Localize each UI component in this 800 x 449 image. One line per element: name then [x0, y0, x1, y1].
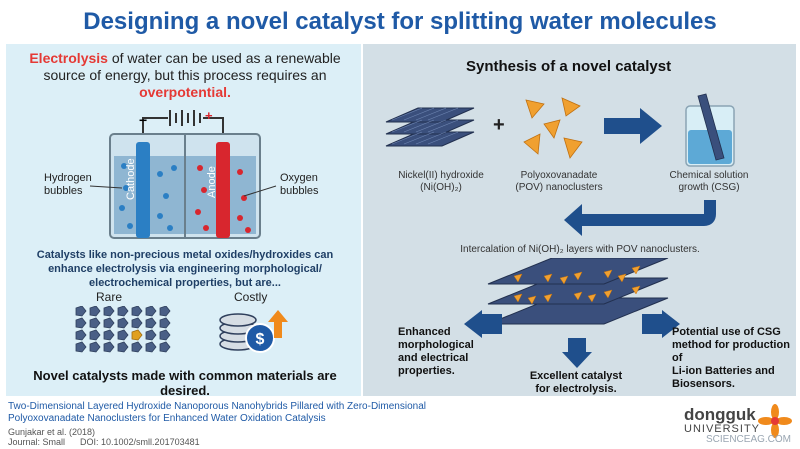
electrolysis-word: Electrolysis: [29, 50, 108, 66]
logo-line-2: UNIVERSITY: [684, 423, 761, 435]
enhanced-2: morphological: [398, 339, 474, 351]
enhanced-1: Enhanced: [398, 326, 451, 338]
enhanced-3: and electrical: [398, 352, 469, 364]
synthesis-plus: +: [493, 114, 505, 136]
paper-title-2: Polyoxovanadate Nanoclusters for Enhance…: [8, 413, 326, 424]
enhanced-properties-text: Enhanced morphological and electrical pr…: [398, 326, 474, 378]
overpotential-word: overpotential.: [139, 84, 231, 100]
minus-sign: −: [139, 112, 148, 128]
plus-sign: +: [205, 108, 213, 123]
potential-3: Li-ion Batteries and: [672, 365, 775, 377]
costly-label: Costly: [234, 290, 268, 304]
pov-label-2: (POV) nanoclusters: [515, 182, 603, 193]
nickel-label-1: Nickel(II) hydroxide: [398, 170, 484, 181]
rare-pellets-icon: [75, 306, 171, 353]
nickel-hydroxide-label: Nickel(II) hydroxide (Ni(OH)₂): [386, 170, 496, 194]
intercalation-text: Intercalation of Ni(OH)₂ layers with POV…: [460, 244, 700, 255]
hydrogen-label-1: Hydrogen: [44, 172, 92, 184]
watermark: SCIENCEAG.COM: [706, 434, 792, 445]
synthesis-arrow-icon: [604, 108, 662, 144]
oxygen-label-2: bubbles: [280, 185, 319, 197]
nickel-label-2: (Ni(OH)₂): [420, 182, 462, 193]
hydrogen-label-2: bubbles: [44, 185, 83, 197]
right-outcome-arrow-icon: [642, 310, 680, 338]
potential-4: Biosensors.: [672, 378, 735, 390]
chem-label-1: Chemical solution: [669, 170, 749, 181]
intercalated-layers-graphic: [487, 258, 669, 325]
journal-text: Journal: Small DOI: 10.1002/smll.2017034…: [8, 437, 200, 447]
excellent-2: for electrolysis.: [535, 383, 617, 395]
svg-text:$: $: [256, 331, 265, 348]
authors-text: Gunjakar et al. (2018): [8, 427, 96, 437]
dongguk-logo-text: dongguk UNIVERSITY: [684, 406, 760, 435]
down-outcome-arrow-icon: [562, 338, 592, 368]
chemical-solution-label: Chemical solution growth (CSG): [654, 170, 764, 194]
hydrogen-label: Hydrogen bubbles: [44, 172, 92, 198]
curved-down-arrow-icon: [564, 200, 716, 236]
rare-label: Rare: [96, 290, 123, 304]
dongguk-flower-logo-icon: [758, 404, 792, 438]
oxygen-label: Oxygen bubbles: [280, 172, 319, 198]
nickel-hydroxide-layers-icon: [385, 107, 475, 147]
excellent-catalyst-text: Excellent catalyst for electrolysis.: [506, 370, 646, 396]
desired-text: Novel catalysts made with common materia…: [33, 368, 337, 398]
pov-label: Polyoxovanadate (POV) nanoclusters: [504, 170, 614, 194]
excellent-1: Excellent catalyst: [529, 370, 623, 382]
potential-2: method for production of: [672, 339, 790, 364]
potential-1: Potential use of CSG: [672, 326, 781, 338]
cathode-label: Cathode: [125, 158, 137, 200]
intro-text: Electrolysis of water can be used as a r…: [18, 50, 352, 101]
title-bar: Designing a novel catalyst for splitting…: [0, 0, 800, 44]
intro-middle: of water can be used as a renewable sour…: [43, 50, 341, 83]
enhanced-4: properties.: [398, 365, 455, 377]
electrolysis-cell-diagram: [89, 110, 277, 239]
anode-label: Anode: [206, 166, 218, 198]
paper-title-1: Two-Dimensional Layered Hydroxide Nanopo…: [8, 401, 426, 412]
costly-coins-icon: $: [219, 310, 288, 353]
left-outcome-arrow-icon: [464, 310, 502, 338]
oxygen-label-1: Oxygen: [280, 172, 318, 184]
synthesis-title: Synthesis of a novel catalyst: [466, 58, 672, 75]
pov-nanoclusters-icon: [523, 97, 583, 159]
beaker-icon: [685, 93, 735, 167]
chem-label-2: growth (CSG): [678, 182, 740, 193]
pov-label-1: Polyoxovanadate: [520, 170, 598, 181]
page-title: Designing a novel catalyst for splitting…: [83, 8, 717, 35]
potential-use-text: Potential use of CSG method for producti…: [672, 326, 796, 391]
paper-title: Two-Dimensional Layered Hydroxide Nanopo…: [8, 401, 528, 425]
logo-line-1: dongguk: [684, 405, 756, 424]
catalyst-text: Catalysts like non-precious metal oxides…: [36, 249, 334, 289]
